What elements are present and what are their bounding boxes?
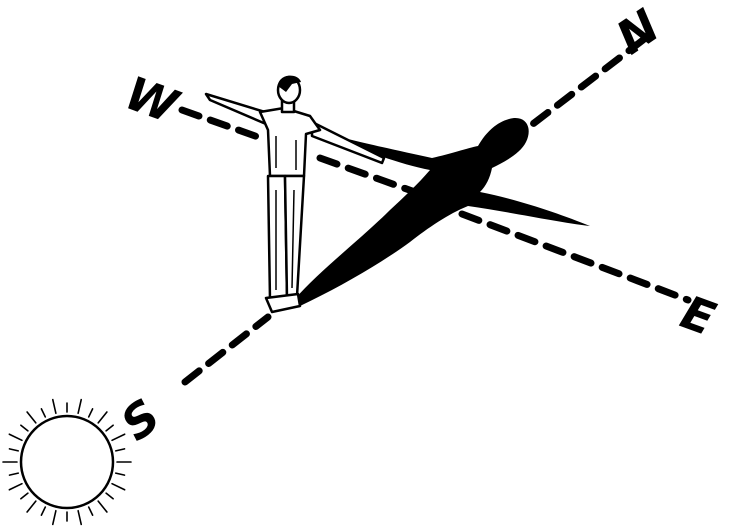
sun-ray [9, 484, 22, 490]
sun-ray [112, 484, 125, 490]
west-label: W [118, 66, 186, 135]
sun-icon [3, 400, 131, 525]
sun-ray [9, 434, 22, 440]
sun-ray [53, 400, 56, 414]
sun-ray [116, 449, 125, 451]
sun-ray [89, 507, 93, 515]
torso [260, 108, 320, 176]
sun-ray [98, 412, 107, 423]
south-label: S [111, 388, 170, 451]
north-label: N [607, 0, 669, 65]
sun-ray [41, 507, 45, 515]
sun-ray [9, 473, 18, 475]
sun-ray [98, 501, 107, 512]
sun-ray [9, 449, 18, 451]
sun-ray [21, 425, 28, 431]
sun-ray [53, 511, 56, 525]
sun-ray [27, 501, 36, 512]
east-label: E [674, 285, 722, 346]
standing-person [206, 76, 384, 312]
sun-ray [78, 400, 81, 414]
sun-ray [27, 412, 36, 423]
sun-ray [106, 425, 113, 431]
sun-ray [116, 473, 125, 475]
sun-ray [78, 511, 81, 525]
sun-ray [21, 493, 28, 499]
sun-ray [41, 409, 45, 417]
sun-ray [89, 409, 93, 417]
feet [266, 294, 300, 312]
sun-ray [106, 493, 113, 499]
sun-ray [112, 434, 125, 440]
